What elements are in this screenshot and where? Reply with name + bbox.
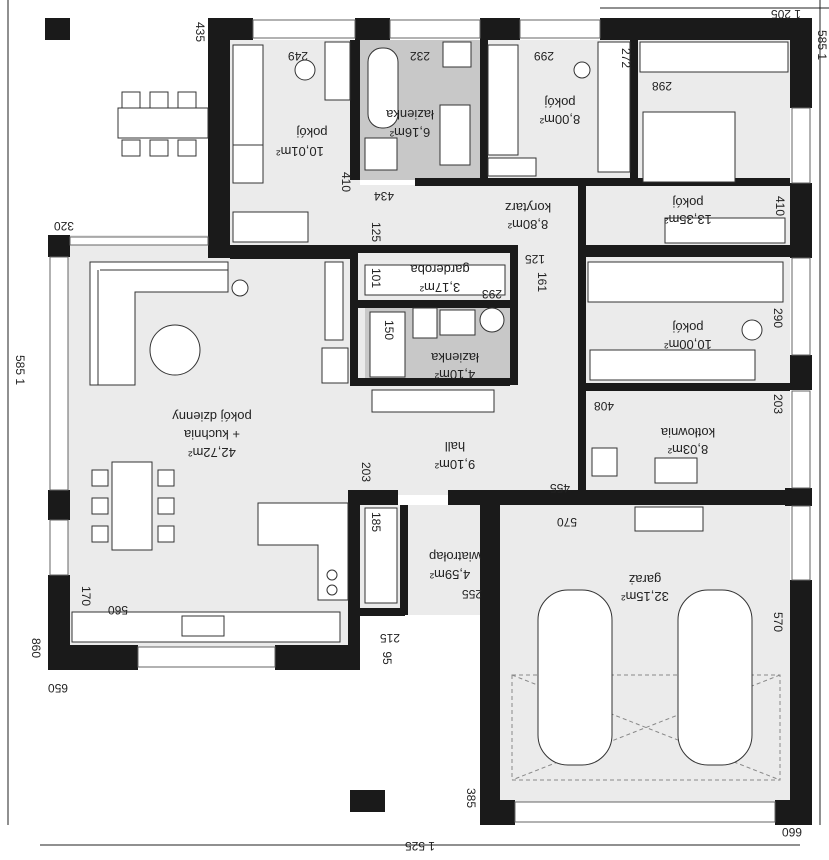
garage-contents	[511, 506, 781, 781]
dim-860: 860	[29, 638, 43, 658]
dim-298: 298	[652, 79, 672, 93]
wardrobe-shelving	[364, 264, 506, 296]
dim-left-vertical: 585 1	[13, 355, 27, 385]
dim-101: 101	[369, 268, 383, 288]
dim-125-a: 125	[369, 222, 383, 242]
room-wiatrolap-name: wiatrołap	[429, 549, 482, 564]
dim-410-a: 410	[339, 172, 353, 192]
dim-249: 249	[288, 49, 308, 63]
kitchen-counter	[71, 502, 349, 643]
bedroom-2-furniture	[487, 41, 631, 177]
dim-161: 161	[535, 272, 549, 292]
dim-320: 320	[54, 219, 74, 233]
boiler-room-fixtures	[591, 447, 698, 484]
room-pokoj-1-name: pokój	[296, 125, 327, 140]
dim-455: 455	[550, 481, 570, 495]
dim-top-right: 1 205	[771, 7, 801, 21]
dim-232: 232	[410, 49, 430, 63]
dim-255: 255	[462, 587, 482, 601]
tv-unit	[324, 261, 344, 341]
room-pokoj-2-area: 8,00m²	[539, 112, 580, 127]
dim-272: 272	[619, 48, 633, 68]
bedroom-3-furniture	[639, 41, 789, 244]
room-hall-name: hall	[445, 439, 465, 454]
dining-table	[91, 461, 175, 551]
dim-95: 95	[380, 651, 394, 665]
room-pokoj-4-name: pokój	[672, 320, 703, 335]
room-lazienka-1-area: 6,16m²	[389, 125, 430, 140]
bedroom-1-furniture	[232, 41, 351, 243]
dim-570-b: 570	[771, 612, 785, 632]
dim-290: 290	[771, 308, 785, 328]
room-korytarz-name: korytarz	[505, 200, 551, 215]
dim-203-a: 203	[771, 394, 785, 414]
room-pokoj-dzienny-name: pokój dzienny	[172, 409, 252, 424]
bathroom-1-fixtures	[364, 41, 472, 171]
room-labels: pokój 10,01m² łazienka 6,16m² pokój 8,00…	[172, 95, 715, 604]
room-lazienka-1-name: łazienka	[385, 107, 433, 122]
dim-125-b: 125	[525, 252, 545, 266]
room-korytarz-area: 8,80m²	[507, 217, 548, 232]
bathroom-2-fixtures	[369, 307, 505, 378]
dim-385: 385	[464, 788, 478, 808]
fireplace	[321, 347, 349, 384]
room-garaz-area: 32,15m²	[620, 589, 668, 604]
dim-650: 650	[48, 681, 68, 695]
room-pokoj-4-area: 10,00m²	[663, 337, 711, 352]
room-pokoj-dzienny-name-2: + kuchnia	[183, 427, 240, 442]
room-pokoj-2-name: pokój	[544, 95, 575, 110]
sofa	[89, 261, 229, 386]
dimension-labels: 1 205 435 585 1 585 1 1 525 249 232 299 …	[13, 7, 829, 853]
room-kotlownia-name: kotłownia	[660, 425, 715, 440]
room-hall-area: 9,10m²	[434, 457, 475, 472]
dim-435: 435	[193, 22, 207, 42]
dim-215: 215	[380, 631, 400, 645]
dim-293: 293	[482, 287, 502, 301]
dim-434: 434	[374, 189, 394, 203]
dim-408: 408	[594, 399, 614, 413]
patio-table	[117, 91, 209, 157]
room-lazienka-2-name: łazienka	[430, 350, 478, 365]
room-garderoba-area: 3,17m²	[419, 280, 460, 295]
hall-bench	[371, 389, 495, 413]
dim-560: 560	[108, 603, 128, 617]
dim-660: 660	[782, 825, 802, 839]
coffee-table	[149, 324, 201, 376]
dim-299: 299	[534, 49, 554, 63]
dim-410-b: 410	[773, 196, 787, 216]
room-wiatrolap-area: 4,59m²	[429, 567, 470, 582]
room-pokoj-3-area: 13,35m²	[663, 212, 711, 227]
lamp-icon	[231, 279, 249, 297]
dim-170: 170	[79, 586, 93, 606]
dim-570-a: 570	[557, 515, 577, 529]
entry-closet	[364, 507, 398, 604]
room-lazienka-2-area: 4,10m²	[434, 367, 475, 382]
room-garaz-name: garaż	[629, 572, 662, 587]
room-pokoj-3-name: pokój	[672, 195, 703, 210]
outer-dimension-lines	[7, 0, 829, 846]
room-kotlownia-area: 8,03m²	[667, 442, 708, 457]
dim-right-vertical: 585 1	[815, 30, 829, 60]
dim-185: 185	[369, 512, 383, 532]
dim-width-bottom: 1 525	[405, 839, 435, 853]
bedroom-4-furniture	[587, 261, 784, 381]
room-garderoba-name: garderoba	[410, 262, 470, 277]
room-pokoj-1-area: 10,01m²	[275, 144, 323, 159]
windows	[49, 19, 811, 823]
walls	[45, 18, 812, 825]
room-pokoj-dzienny-area: 42,72m²	[187, 445, 235, 460]
dim-150: 150	[382, 320, 396, 340]
dim-203-b: 203	[359, 462, 373, 482]
